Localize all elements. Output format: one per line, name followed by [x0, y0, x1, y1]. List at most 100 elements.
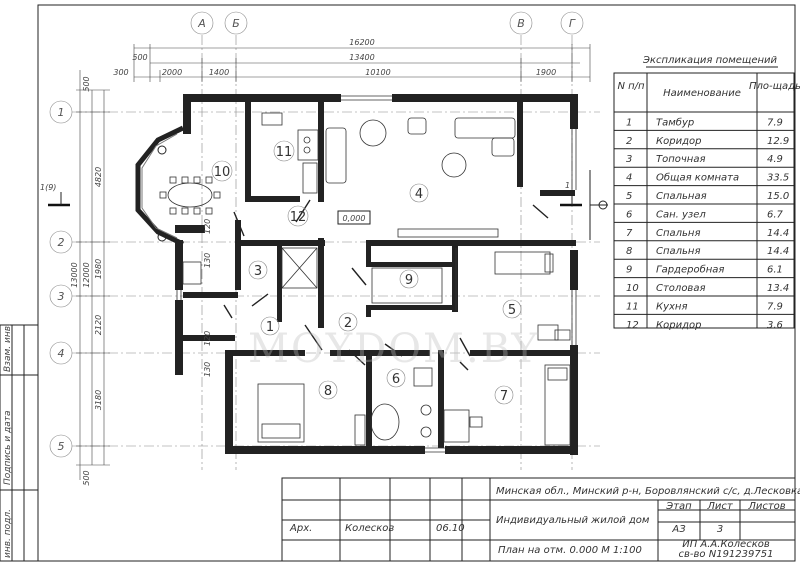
stamp-sheets-label: Листов [747, 501, 785, 512]
section-marks: 1(9) 1 [40, 170, 608, 240]
dim-500-top: 500 [132, 53, 147, 62]
building-walls [175, 94, 578, 455]
room-12: 12 [290, 210, 307, 225]
explication-row-num: 11 [626, 301, 639, 312]
dim-overall: 16200 [349, 38, 374, 47]
col-num-header: N п/п [617, 81, 645, 92]
dim-13000: 13000 [70, 262, 79, 287]
col-name-header: Наименование [663, 88, 741, 99]
explication-row-area: 6.1 [767, 265, 783, 276]
dim-2000: 2000 [162, 68, 182, 77]
top-dimensions: 16200 13400 500 300 2000 1400 10100 1900 [113, 38, 591, 82]
dim-12000: 12000 [82, 262, 91, 287]
stamp-sheet-title: План на отм. 0.000 М 1:100 [498, 545, 642, 556]
stamp-date: 06.10 [436, 523, 465, 534]
explication-row-name: Сан. узел [656, 209, 706, 220]
axis-col-g: Г [569, 17, 576, 30]
room-5: 5 [508, 303, 516, 318]
dim-2120: 2120 [94, 315, 103, 335]
explication-row-name: Общая комната [656, 172, 739, 184]
title-block: Минская обл., Минский р-н, Боровлянский … [281, 477, 800, 562]
dim-130b: 130 [203, 362, 212, 377]
explication-row-num: 7 [626, 228, 633, 239]
stamp-company-2: св-во N191239751 [679, 549, 774, 560]
stamp-stage-value: АЗ [671, 524, 686, 535]
dim-300: 300 [113, 68, 128, 77]
explication-row-num: 4 [626, 173, 632, 184]
axis-col-v: В [517, 17, 525, 30]
stamp-stage-label: Этап [665, 501, 692, 512]
furniture [159, 112, 571, 446]
dim-500-left-bottom: 500 [82, 470, 91, 485]
explication-row-num: 8 [626, 246, 632, 257]
explication-row-area: 14.4 [767, 228, 789, 239]
section-mark-right: 1 [565, 181, 570, 190]
explication-row-name: Коридор [656, 320, 701, 331]
explication-row-name: Столовая [656, 283, 705, 294]
side-col1: Взам. инв. [3, 323, 13, 372]
explication-row-name: Коридор [656, 136, 701, 147]
room-7: 7 [500, 389, 508, 404]
side-col2: Подпись и дата [3, 410, 13, 485]
room-6: 6 [392, 372, 400, 387]
room-9: 9 [405, 273, 413, 288]
axis-row-5: 5 [58, 440, 65, 453]
explication-row-name: Спальная [656, 191, 707, 202]
side-stamp: Взам. инв. Подпись и дата инв. подл. [0, 323, 39, 562]
windows [176, 95, 577, 453]
explication-row-name: Тамбур [656, 116, 694, 128]
explication-row-name: Кухня [656, 301, 688, 312]
axis-row-2: 2 [58, 236, 65, 249]
explication-row-area: 7.9 [767, 117, 783, 128]
explication-title: Экспликация помещений [642, 55, 778, 66]
explication-row-area: 7.9 [767, 301, 783, 312]
axis-col-a: А [197, 17, 206, 30]
axis-row-3: 3 [58, 290, 65, 303]
explication-row-num: 10 [626, 283, 639, 294]
room-2: 2 [344, 316, 352, 331]
dim-130a: 130 [203, 253, 212, 268]
dim-inner: 13400 [349, 53, 374, 62]
explication-row-area: 3.6 [767, 320, 783, 331]
explication-row-num: 6 [626, 209, 632, 220]
explication-row-num: 1 [626, 117, 632, 128]
explication-row-area: 4.9 [767, 154, 783, 165]
room-8: 8 [324, 384, 332, 399]
axis-col-b: Б [232, 17, 240, 30]
dim-120a: 120 [203, 219, 212, 234]
explication-row-area: 33.5 [767, 173, 789, 184]
explication-row-area: 14.4 [767, 246, 789, 257]
side-col3: инв. подл. [3, 509, 13, 558]
level-mark-box [337, 210, 371, 225]
small-dims: 120 130 120 130 [203, 219, 212, 377]
explication-row-area: 15.0 [767, 191, 789, 202]
stamp-sheet-value: 3 [717, 524, 723, 535]
watermark: MOYDOM.BY [248, 326, 540, 372]
dim-1980: 1980 [94, 259, 103, 279]
room-3: 3 [254, 264, 262, 279]
dim-10100: 10100 [365, 68, 390, 77]
stamp-company-1: ИП А.А.Колесков [682, 539, 770, 550]
explication-row-name: Спальня [656, 228, 701, 239]
explication-row-num: 12 [626, 320, 639, 331]
left-dimensions: 500 4820 1980 2120 3180 500 13000 12000 [70, 70, 110, 486]
explication-row-name: Топочная [656, 154, 705, 165]
explication-row-name: Гардеробная [656, 264, 724, 276]
explication-row-num: 3 [626, 154, 632, 165]
explication-row-area: 13.4 [767, 283, 789, 294]
dim-120b: 120 [203, 331, 212, 346]
dim-3180: 3180 [94, 390, 103, 410]
explication-row-num: 2 [626, 136, 632, 147]
stamp-address: Минская обл., Минский р-н, Боровлянский … [496, 485, 800, 497]
explication-row-num: 9 [626, 265, 632, 276]
dim-1900: 1900 [536, 68, 556, 77]
dining-bay-window [135, 125, 185, 247]
axis-row-4: 4 [58, 347, 65, 360]
room-1: 1 [266, 320, 274, 335]
col-area-header: Пло-щадь [749, 81, 800, 92]
stamp-sheet-label: Лист [706, 501, 734, 512]
explication-row-num: 5 [626, 191, 632, 202]
level-mark: 0,000 [343, 214, 366, 223]
